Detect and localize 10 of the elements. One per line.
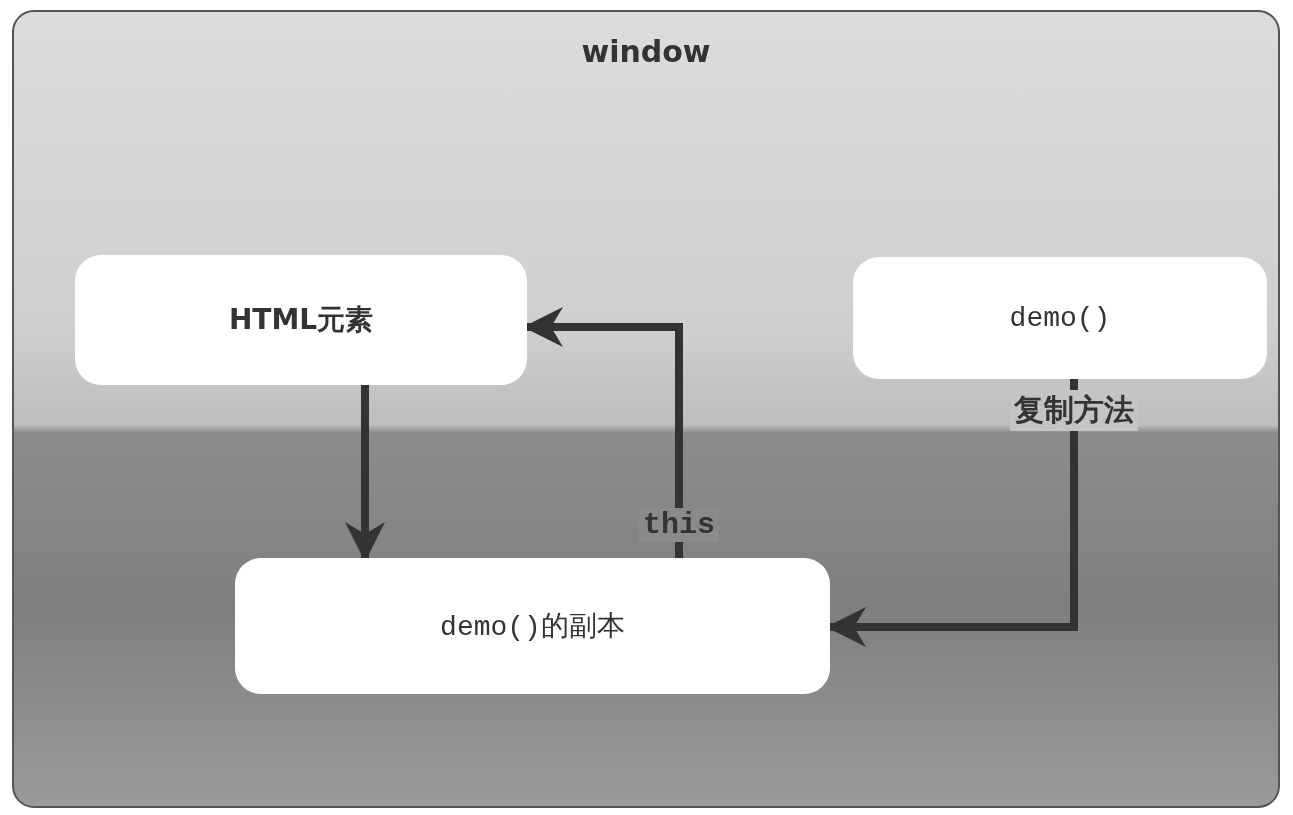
box-label: HTML元素 [228, 302, 374, 338]
copy-box [235, 558, 830, 694]
window-frame [12, 10, 1280, 808]
window-title: window [581, 34, 711, 69]
edge-label: 复制方法 [1010, 389, 1138, 431]
box-label: demo()的副本 [440, 611, 625, 645]
edge-label: this [639, 508, 719, 542]
box-label: demo() [1009, 302, 1111, 334]
element-box [75, 255, 527, 385]
method-box [853, 257, 1267, 379]
